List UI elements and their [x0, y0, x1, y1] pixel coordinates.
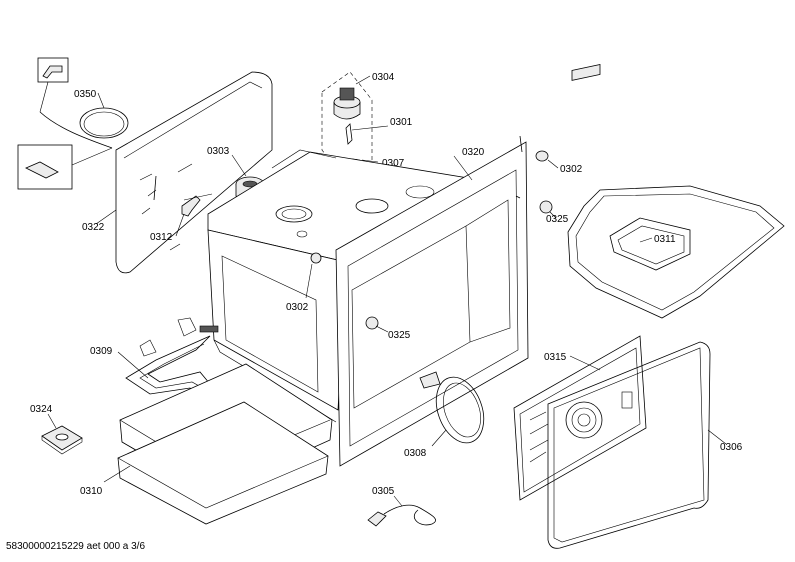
- part-0350-temperature-sensor: [17, 57, 129, 190]
- label-0308: 0308: [404, 448, 427, 459]
- part-0302-lamp-cover-b: [305, 252, 322, 299]
- document-footer: 58300000215229 aet 000 a 3/6: [6, 541, 146, 552]
- label-0307: 0307: [382, 158, 405, 169]
- label-0320: 0320: [462, 147, 485, 158]
- part-0308-ring-element: [419, 371, 485, 447]
- label-0304: 0304: [372, 72, 395, 83]
- label-0324: 0324: [30, 404, 53, 415]
- label-0306: 0306: [720, 442, 743, 453]
- part-0302-lamp-cover-a: [535, 150, 559, 169]
- part-0325-lamp-glass-b: [365, 316, 389, 333]
- label-0302-a: 0302: [560, 164, 583, 175]
- label-0315: 0315: [544, 352, 567, 363]
- label-0311: 0311: [654, 234, 676, 245]
- part-0312-bracket: [175, 193, 213, 237]
- part-0320-oven-cavity: [207, 135, 529, 467]
- label-0309: 0309: [90, 346, 113, 357]
- label-0325-a: 0325: [546, 214, 569, 225]
- part-0324-pad: [41, 413, 83, 455]
- label-0325-b: 0325: [388, 330, 411, 341]
- label-0350: 0350: [74, 89, 97, 100]
- label-0312: 0312: [150, 232, 173, 243]
- label-0303: 0303: [207, 146, 230, 157]
- part-0306-gasket: [547, 341, 727, 549]
- label-0301: 0301: [390, 117, 413, 128]
- part-0310-insulation: [103, 363, 333, 525]
- part-0322-rear-panel: [95, 71, 273, 274]
- label-0302-b: 0302: [286, 302, 309, 313]
- part-0305-cable: [367, 495, 436, 527]
- part-0325-lamp-glass-a: [539, 200, 557, 219]
- label-0305: 0305: [372, 486, 395, 497]
- label-0310: 0310: [80, 486, 103, 497]
- part-0315-fan-cover: [513, 335, 647, 501]
- label-0322: 0322: [82, 222, 105, 233]
- part-0311-grill-element: [567, 63, 785, 319]
